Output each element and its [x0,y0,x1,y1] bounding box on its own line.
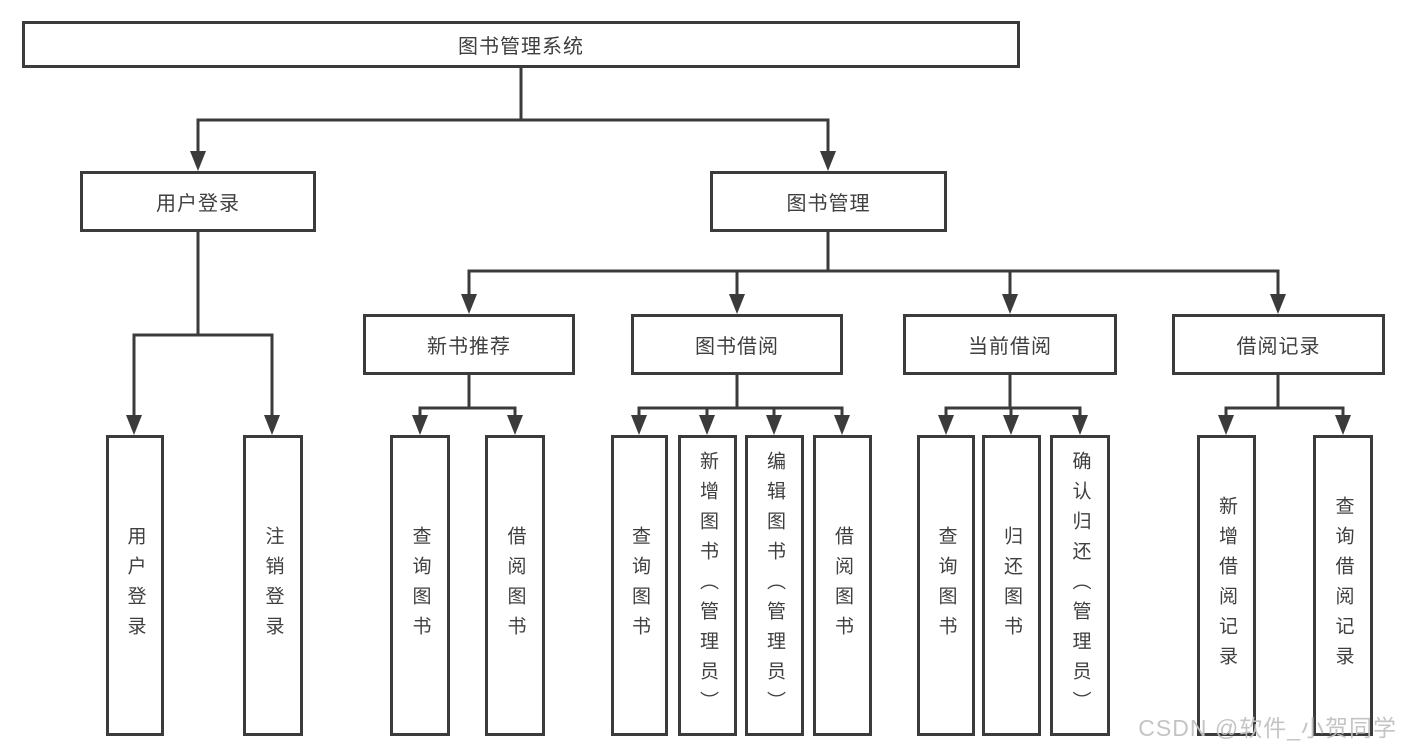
node-label: 图书管理 [786,193,871,215]
node-borrow-records: 借阅记录 [1172,314,1385,375]
connector-new-book-recommend-to-leaves [412,375,523,435]
connector-current-borrow-to-leaves [938,375,1088,435]
node-label: 确认归还（管理员） [1069,450,1091,721]
node-label: 图书管理系统 [458,36,584,58]
node-label: 用户登录 [156,193,240,215]
node-label: 借阅记录 [1236,336,1321,358]
leaf-user-login: 用户登录 [106,435,164,736]
leaf-edit-books-admin: 编辑图书（管理员） [745,435,804,736]
node-label: 借阅图书 [504,525,526,646]
leaf-query-borrow-record: 查询借阅记录 [1313,435,1373,736]
node-current-borrow: 当前借阅 [903,314,1117,375]
leaf-return-books: 归还图书 [982,435,1041,736]
node-label: 当前借阅 [968,336,1052,358]
connector-user-login-to-leaves [126,232,280,435]
node-book-management: 图书管理 [710,171,947,232]
connector-borrow-records-to-leaves [1218,375,1351,435]
leaf-borrow-books-1: 借阅图书 [485,435,545,736]
node-label: 查询图书 [409,525,431,646]
leaf-query-books-1: 查询图书 [390,435,450,736]
node-label: 新增借阅记录 [1216,495,1237,676]
leaf-add-borrow-record: 新增借阅记录 [1197,435,1256,736]
connector-book-borrow-to-leaves [631,375,850,435]
leaf-confirm-return-admin: 确认归还（管理员） [1050,435,1110,736]
leaf-borrow-books-2: 借阅图书 [813,435,872,736]
leaf-logout: 注销登录 [243,435,303,736]
node-label: 注销登录 [262,525,284,646]
node-book-borrow: 图书借阅 [631,314,843,375]
node-label: 图书借阅 [695,336,779,358]
node-label: 归还图书 [1001,525,1022,646]
node-label: 查询借阅记录 [1332,495,1354,676]
node-label: 新书推荐 [427,336,511,358]
node-new-book-recommend: 新书推荐 [363,314,575,375]
leaf-add-books-admin: 新增图书（管理员） [678,435,737,736]
node-label: 查询图书 [935,525,957,646]
connector-book-management-to-level3 [461,232,1286,314]
connector-root-to-level2 [190,68,836,171]
node-root-system: 图书管理系统 [22,21,1020,68]
node-label: 借阅图书 [832,525,853,646]
node-label: 用户登录 [124,525,146,646]
node-user-login: 用户登录 [80,171,316,232]
node-label: 编辑图书（管理员） [764,450,785,721]
csdn-watermark: CSDN @软件_小贺同学 [1138,715,1397,741]
leaf-query-books-2: 查询图书 [611,435,668,736]
node-label: 新增图书（管理员） [697,450,718,721]
leaf-query-books-3: 查询图书 [917,435,975,736]
node-label: 查询图书 [629,525,650,646]
